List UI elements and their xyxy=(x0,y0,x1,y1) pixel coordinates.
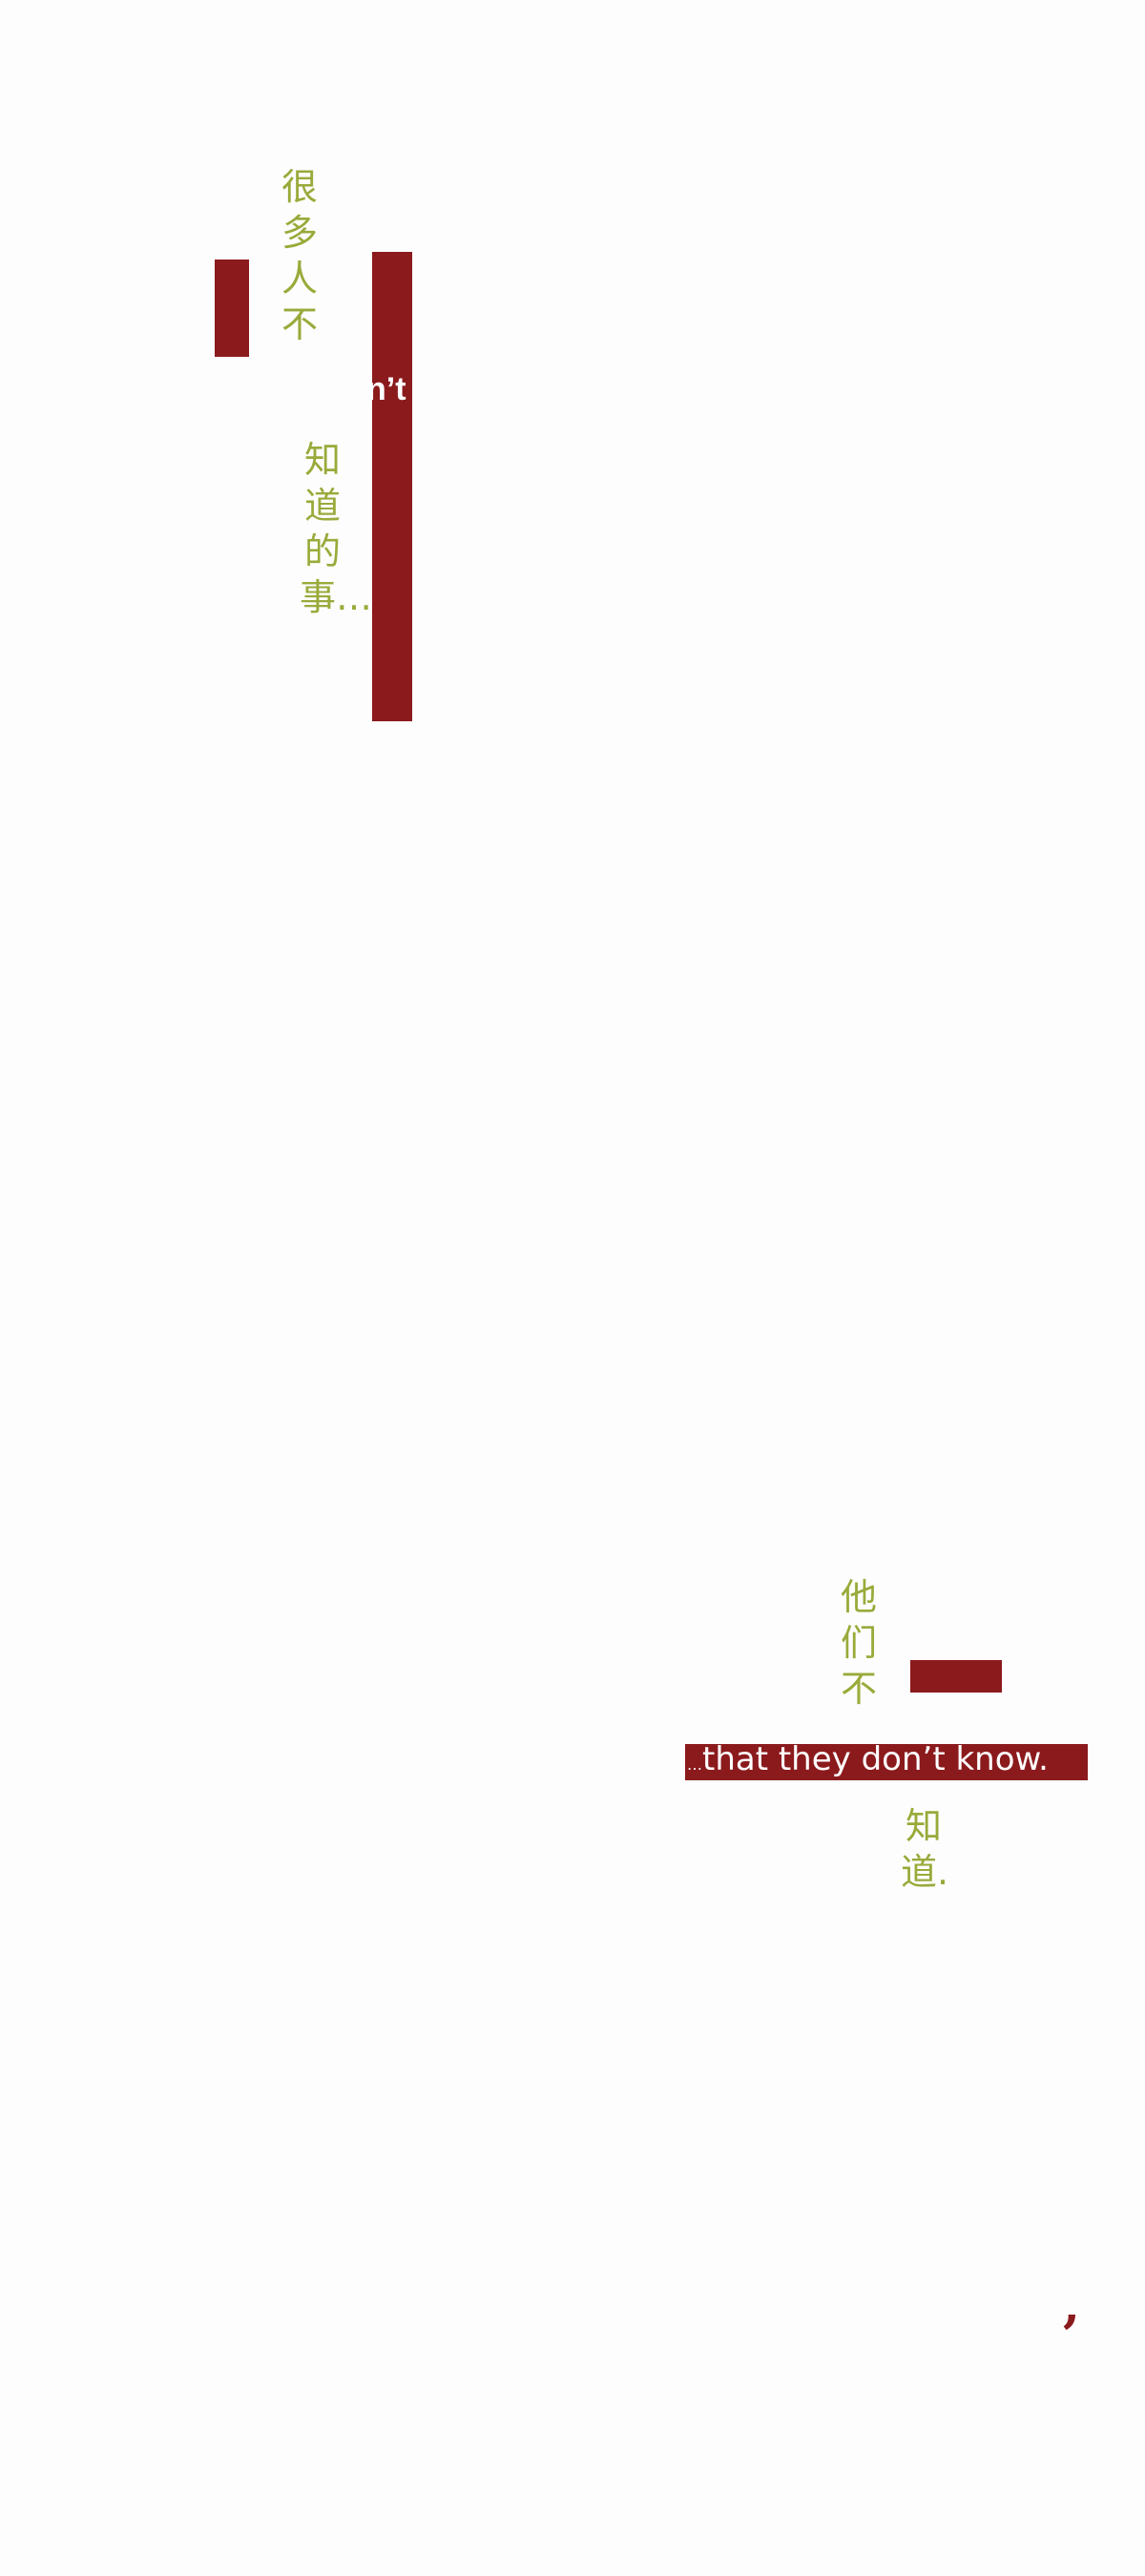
chinese-text-column-4: 知道. xyxy=(901,1805,949,1893)
chinese-text-column-1: 很多人不 xyxy=(281,166,318,345)
banner-text: …that they don’t know. xyxy=(687,1742,1088,1782)
small-red-bar xyxy=(910,1660,1002,1693)
chinese-text-column-2: 知道的事… xyxy=(300,439,373,618)
short-red-bar xyxy=(215,260,249,357)
banner-prefix: … xyxy=(687,1755,702,1774)
closing-comma-mark: ’ xyxy=(1061,2304,1080,2367)
banner-main-text: that they don’t know. xyxy=(702,1742,1049,1778)
chinese-text-column-3: 他们不 xyxy=(840,1576,877,1710)
red-banner xyxy=(685,1744,1088,1780)
tall-red-bar xyxy=(372,252,412,721)
tall-bar-label: n’t xyxy=(366,371,406,407)
